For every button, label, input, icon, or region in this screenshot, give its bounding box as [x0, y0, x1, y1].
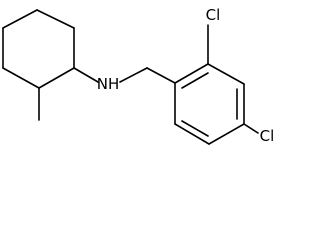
bond-ring-1	[36, 9, 75, 29]
bond-amine-ch2	[119, 67, 148, 83]
bond-benzene-2	[207, 63, 245, 85]
bond-ch2-benzene	[146, 67, 176, 84]
structure-diagram: NH Cl Cl	[2, 6, 275, 145]
bond-ring-6	[2, 9, 38, 29]
bond-ring-amine	[73, 67, 99, 83]
bond-ring-3	[38, 67, 75, 89]
cyclohexane-ring	[2, 9, 75, 89]
bond-benzene-1	[174, 63, 209, 84]
bond-benzene-5	[174, 123, 210, 145]
bond-ring-4	[2, 67, 40, 89]
amine-label: NH	[97, 75, 120, 93]
benzene-ring	[174, 63, 245, 145]
bond-benzene-double-1	[181, 72, 209, 89]
bond-chlorine-right	[243, 123, 259, 134]
chlorine-top-label: Cl	[206, 6, 221, 24]
bond-benzene-double-3	[181, 120, 209, 137]
chlorine-right-label: Cl	[260, 127, 275, 145]
bond-benzene-4	[208, 123, 245, 145]
